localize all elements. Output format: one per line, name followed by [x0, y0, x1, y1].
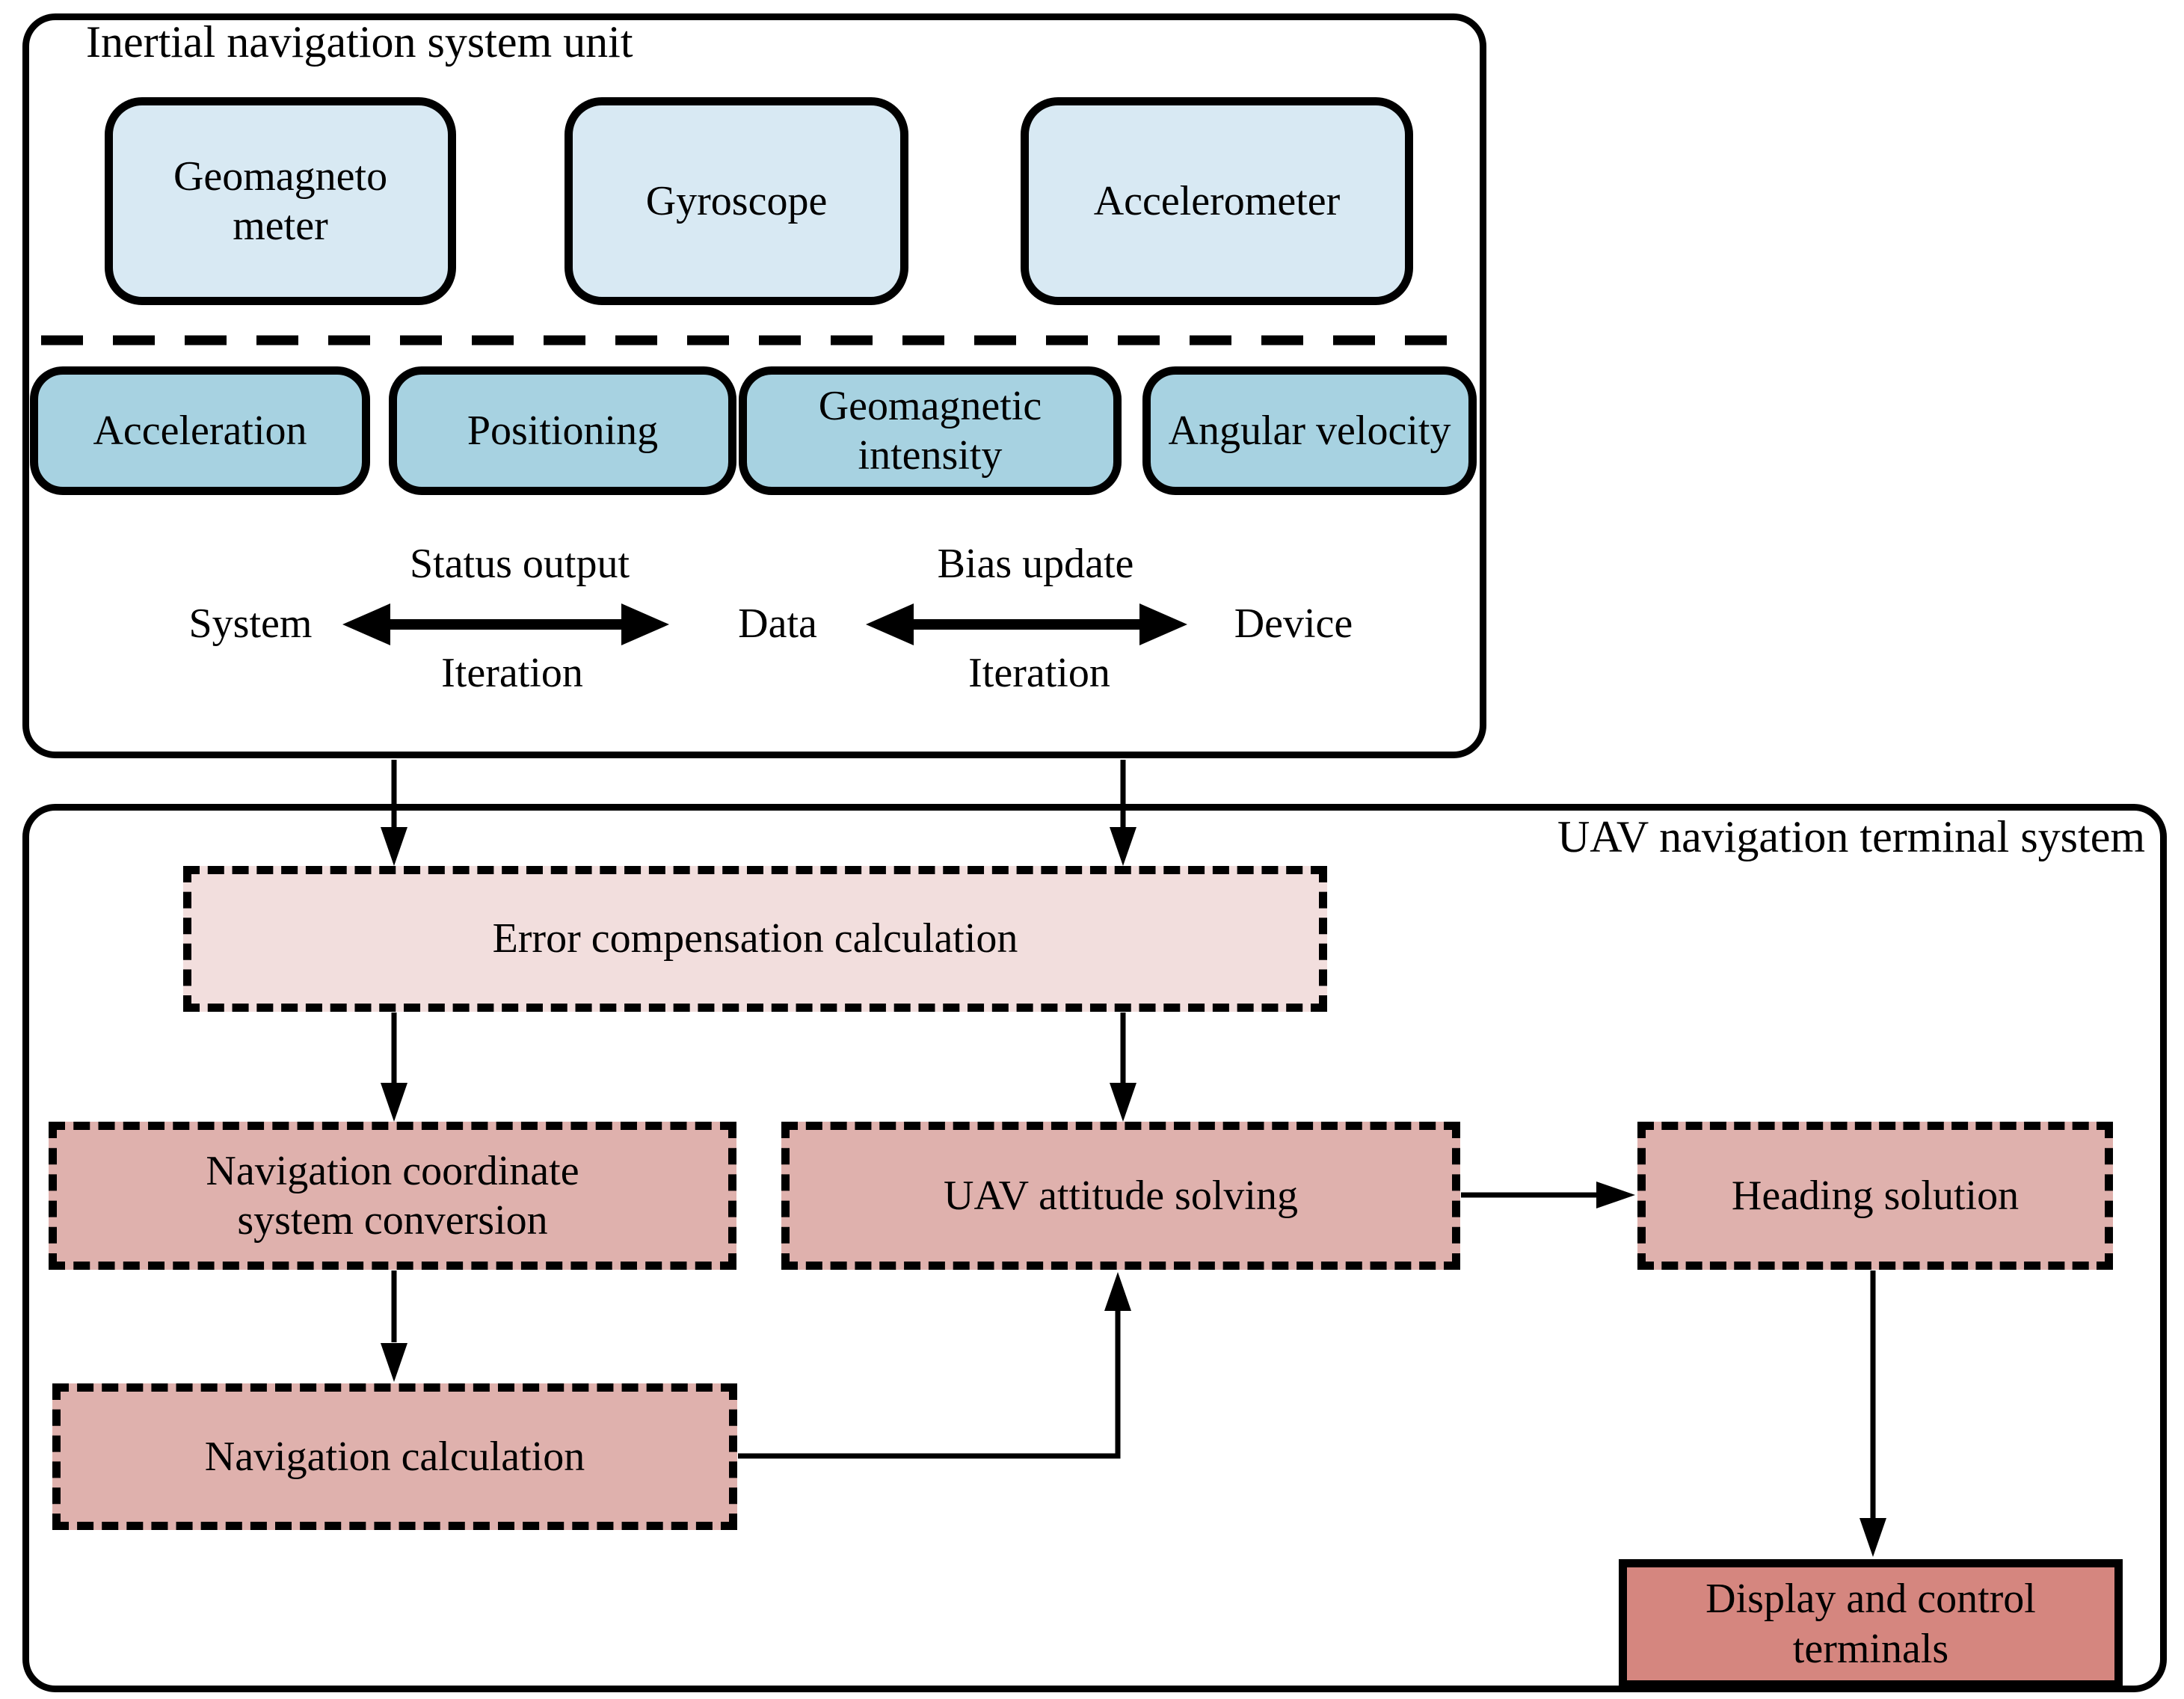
exchange-node-device: Device	[1234, 600, 1353, 647]
process-box-error-compensation-label: Error compensation calculation	[492, 915, 1018, 962]
output-box-acceleration: Acceleration	[30, 366, 370, 495]
sensor-box-accelerometer-label: Accelerometer	[1093, 177, 1341, 224]
output-box-geomagnetic-intensity: Geomagnetic intensity	[739, 366, 1122, 495]
label-iteration-right: Iteration	[968, 650, 1110, 696]
process-box-nav-coordinate-conversion: Navigation coordinate system conversion	[49, 1122, 736, 1270]
output-box-angular-velocity: Angular velocity	[1142, 366, 1477, 495]
sensor-box-accelerometer: Accelerometer	[1021, 97, 1413, 305]
output-box-geomagnetic-intensity-label: Geomagnetic intensity	[818, 382, 1042, 479]
process-box-error-compensation: Error compensation calculation	[183, 866, 1327, 1012]
sensor-box-geomagnetometer: Geomagneto meter	[105, 97, 456, 305]
sensor-box-gyroscope-label: Gyroscope	[645, 177, 828, 224]
terminal-box-display-control: Display and control terminals	[1619, 1559, 2123, 1689]
uav-terminal-title: UAV navigation terminal system	[1557, 812, 2145, 861]
sensor-box-gyroscope: Gyroscope	[565, 97, 908, 305]
sensor-box-geomagnetometer-label: Geomagneto meter	[173, 153, 388, 249]
exchange-node-system: System	[188, 600, 313, 647]
inertial-unit-title: Inertial navigation system unit	[86, 17, 633, 67]
label-bias-update: Bias update	[937, 541, 1134, 587]
label-iteration-left: Iteration	[441, 650, 583, 696]
process-box-uav-attitude-solving-label: UAV attitude solving	[944, 1172, 1298, 1219]
process-box-heading-solution: Heading solution	[1637, 1122, 2113, 1270]
process-box-navigation-calculation-label: Navigation calculation	[204, 1433, 585, 1480]
process-box-uav-attitude-solving: UAV attitude solving	[781, 1122, 1460, 1270]
terminal-box-display-control-label: Display and control terminals	[1705, 1576, 2036, 1672]
output-box-positioning-label: Positioning	[467, 407, 659, 454]
process-box-heading-solution-label: Heading solution	[1731, 1172, 2020, 1219]
output-box-angular-velocity-label: Angular velocity	[1168, 407, 1451, 454]
process-box-nav-coordinate-conversion-label: Navigation coordinate system conversion	[206, 1147, 579, 1244]
output-box-acceleration-label: Acceleration	[93, 407, 307, 454]
output-box-positioning: Positioning	[389, 366, 736, 495]
exchange-node-data: Data	[738, 600, 817, 647]
process-box-navigation-calculation: Navigation calculation	[52, 1383, 737, 1530]
label-status-output: Status output	[409, 541, 630, 587]
